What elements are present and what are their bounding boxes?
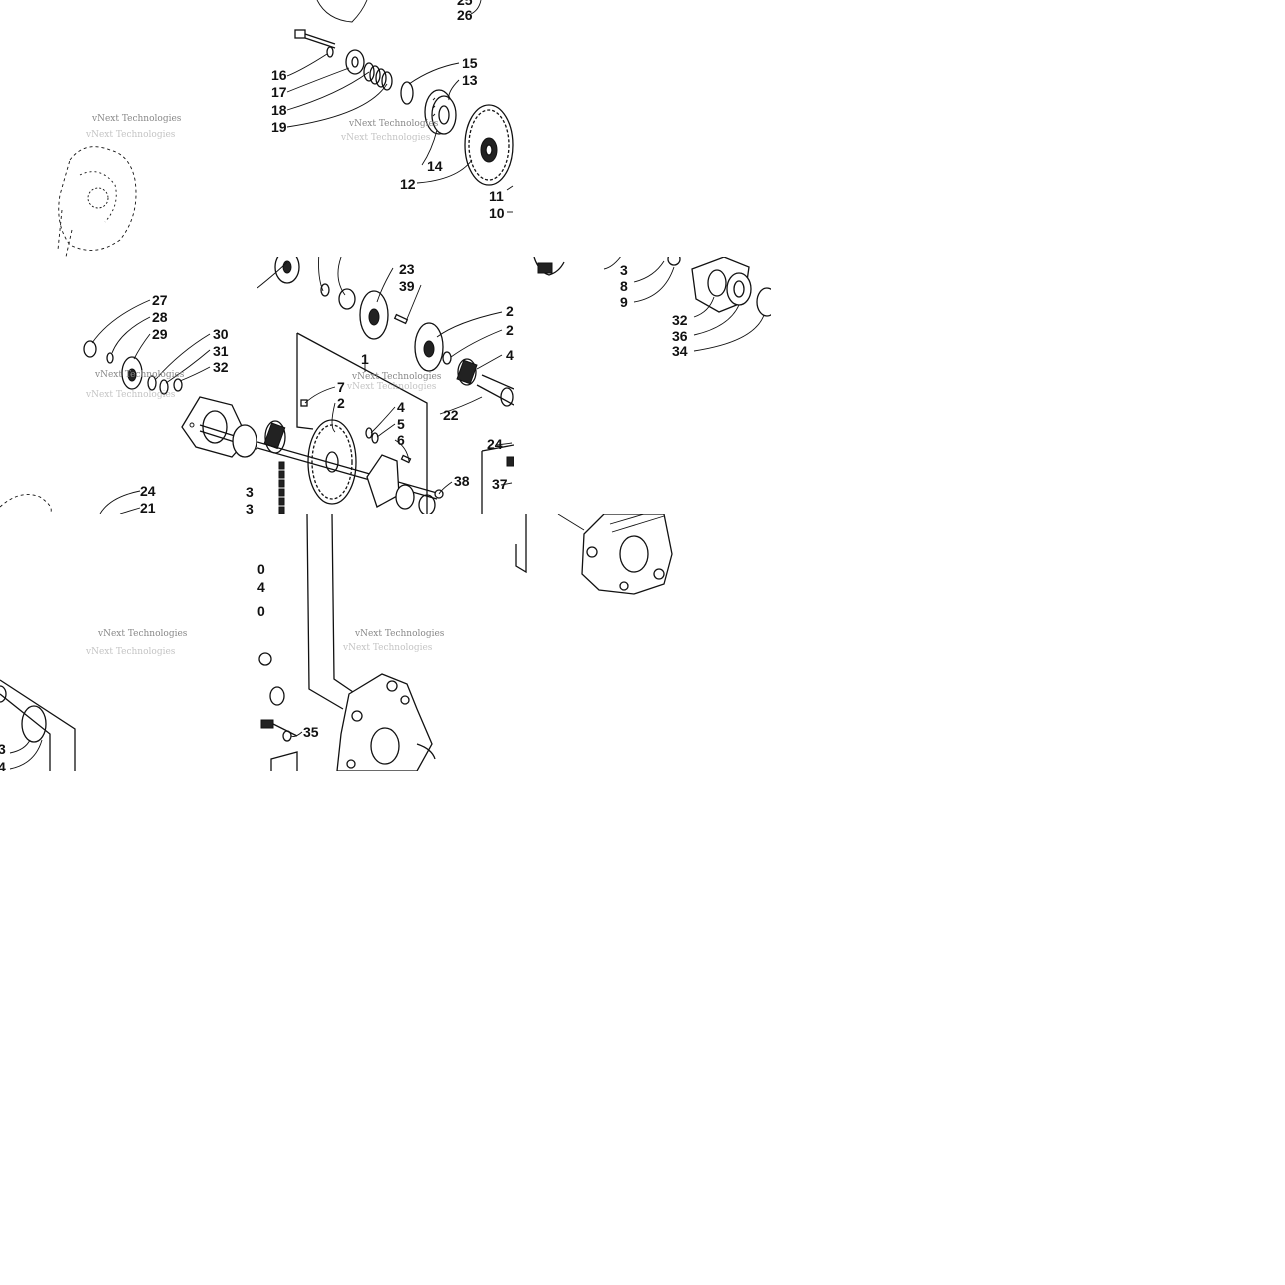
pinion-part (263, 420, 286, 454)
housing-assembly-drawing (515, 514, 673, 595)
bearing-part (726, 272, 752, 306)
chain-part (278, 461, 285, 514)
chaincase-housing-part (581, 514, 673, 595)
snap-ring-part (21, 705, 47, 743)
sprocket-fragment (533, 257, 565, 276)
flange-bearing-drawing (533, 257, 771, 352)
diagram-tile-mid-left: vNext Technologies vNext Technologies 27… (0, 257, 257, 514)
needle-bearing-part (456, 358, 478, 386)
sprocket-part (464, 104, 514, 186)
diagram-tile-top-left: vNext Technologies vNext Technologies (0, 0, 257, 257)
nut-part (83, 340, 97, 358)
chaincase-housing-part (336, 673, 436, 771)
spring-part (363, 62, 393, 91)
bearing-part (232, 424, 257, 458)
clutch-assembly-drawing (286, 0, 514, 213)
ring-detail-drawing (0, 679, 76, 771)
snap-ring-part (756, 287, 771, 317)
sprocket-part (359, 290, 389, 340)
collar-part (345, 49, 365, 75)
sprocket-part (121, 356, 143, 390)
gear-part (307, 419, 357, 505)
diagram-tile-bottom-right (514, 514, 771, 771)
diagram-tile-mid-middle: 25233922417245622243738 vNext Technologi… (257, 257, 514, 514)
washer-part (326, 46, 334, 58)
chaincase-housing-drawing (258, 514, 436, 771)
bolt-part (294, 29, 336, 49)
snap-ring-part (400, 81, 414, 105)
shaft-assembly-left (0, 299, 257, 514)
sprocket-part (414, 322, 444, 372)
chaincase-assembly-drawing (257, 257, 514, 514)
bearing-part (424, 89, 457, 135)
housing-sketch-faded (57, 146, 137, 257)
